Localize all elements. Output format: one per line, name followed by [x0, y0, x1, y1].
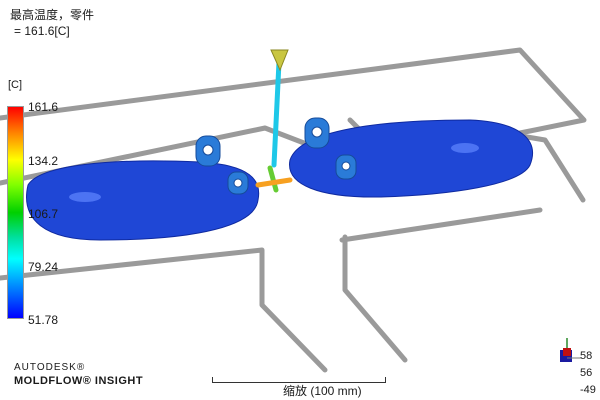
orientation-triad[interactable] — [555, 332, 600, 400]
mounting-tabs — [195, 117, 357, 195]
color-legend-bar — [7, 106, 24, 319]
triad-label: -49 — [580, 384, 596, 396]
legend-tick: 79.24 — [28, 260, 59, 274]
result-title: 最高温度，零件 — [10, 8, 95, 22]
legend-tick-min: 51.78 — [28, 313, 59, 327]
legend-tick: 134.2 — [28, 154, 59, 168]
triad-label: 56 — [580, 367, 593, 379]
scale-bar-label: 缩放 (100 mm) — [283, 384, 362, 398]
legend-tick-max: 161.6 — [28, 100, 59, 114]
triad-label: 58 — [580, 350, 593, 362]
scale-bar — [212, 377, 386, 383]
legend-tick: 106.7 — [28, 207, 59, 221]
result-max-value: = 161.6[C] — [14, 24, 70, 38]
brand-moldflow-insight: MOLDFLOW® INSIGHT — [14, 375, 144, 387]
brand-autodesk: AUTODESK® — [14, 362, 86, 373]
legend-unit: [C] — [8, 79, 23, 91]
runner-system — [255, 49, 293, 193]
part-left[interactable] — [26, 160, 260, 241]
